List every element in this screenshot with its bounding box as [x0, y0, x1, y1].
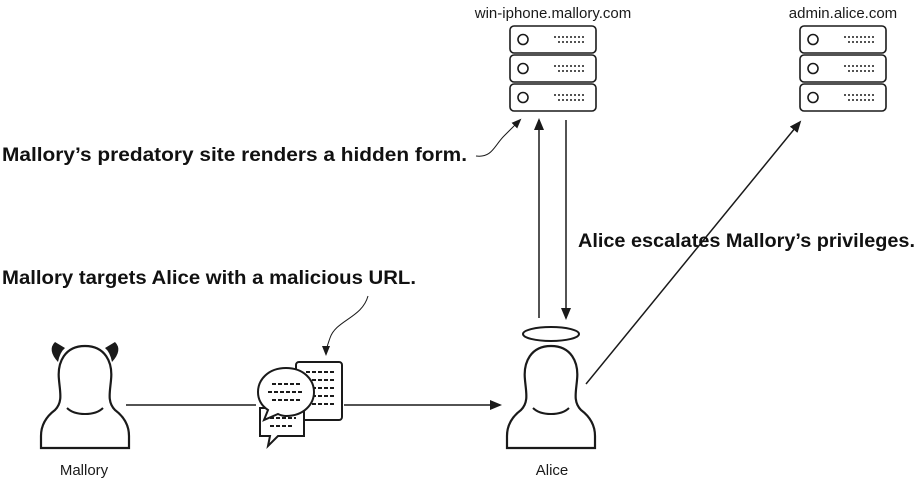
annotation-predatory-text: Mallory’s predatory site renders a hidde… [2, 145, 467, 166]
annotation-escalates-text: Alice escalates Mallory’s privileges. [578, 231, 915, 252]
server-stack-icon [799, 25, 887, 112]
annotation-predatory: Mallory’s predatory site renders a hidde… [2, 118, 522, 166]
mallory-person: Mallory [39, 342, 131, 479]
alice-person: Alice [505, 326, 597, 479]
chat-bubbles-icon [256, 361, 343, 450]
server-win-iphone-label: win-iphone.mallory.com [474, 5, 631, 22]
mallory-label: Mallory [60, 462, 109, 479]
alice-label: Alice [536, 462, 569, 479]
devil-person-icon [39, 342, 131, 450]
annotation-targets-text: Mallory targets Alice with a malicious U… [2, 268, 416, 289]
angel-person-icon [505, 326, 597, 450]
server-admin-alice: admin.alice.com [789, 5, 897, 112]
server-win-iphone: win-iphone.mallory.com [474, 5, 631, 112]
annotation-targets: Mallory targets Alice with a malicious U… [2, 268, 416, 356]
server-admin-alice-label: admin.alice.com [789, 5, 897, 22]
arrow-alice-to-admin [585, 120, 802, 385]
server-stack-icon [509, 25, 597, 112]
